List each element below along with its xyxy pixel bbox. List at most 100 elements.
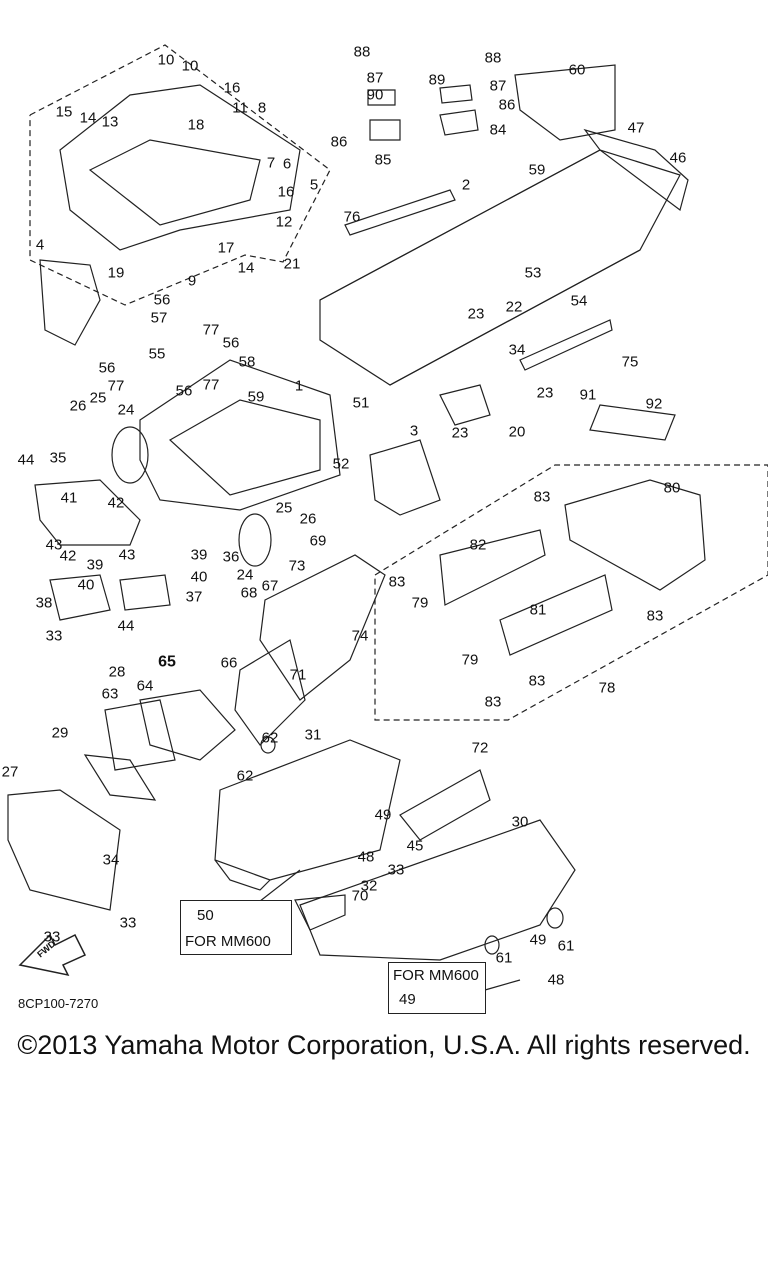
mount-85 <box>369 119 401 141</box>
part-callout-33: 33 <box>387 861 405 879</box>
part-callout-24: 24 <box>117 401 135 419</box>
part-callout-71: 71 <box>289 666 307 684</box>
cover-66 <box>234 639 306 746</box>
part-callout-33: 33 <box>45 627 63 645</box>
part-callout-1: 1 <box>294 377 304 395</box>
part-callout-56: 56 <box>153 291 171 309</box>
part-callout-83: 83 <box>533 488 551 506</box>
tunnel-2 <box>319 149 681 386</box>
part-callout-83: 83 <box>646 607 664 625</box>
cover-60 <box>514 64 616 141</box>
part-callout-5: 5 <box>309 176 319 194</box>
part-callout-4: 4 <box>35 236 45 254</box>
part-callout-72: 72 <box>471 739 489 757</box>
part-callout-34: 34 <box>508 341 526 359</box>
part-callout-89: 89 <box>428 71 446 89</box>
panel-72 <box>399 769 491 841</box>
part-callout-25: 25 <box>275 499 293 517</box>
part-callout-32: 32 <box>360 877 378 895</box>
part-callout-23: 23 <box>536 384 554 402</box>
part-callout-28: 28 <box>108 663 126 681</box>
bracket-38 <box>49 574 111 621</box>
fwd-arrow-icon <box>18 933 87 977</box>
part-callout-20: 20 <box>508 423 526 441</box>
part-callout-36: 36 <box>222 548 240 566</box>
part-callout-83: 83 <box>528 672 546 690</box>
part-callout-59: 59 <box>247 388 265 406</box>
part-callout-56: 56 <box>222 334 240 352</box>
bar-35 <box>34 479 141 546</box>
part-callout-8: 8 <box>257 99 267 117</box>
part-callout-40: 40 <box>190 568 208 586</box>
part-callout-41: 41 <box>60 489 78 507</box>
part-callout-74: 74 <box>351 627 369 645</box>
part-callout-19: 19 <box>107 264 125 282</box>
part-callout-63: 63 <box>101 685 119 703</box>
part-callout-47: 47 <box>627 119 645 137</box>
part-callout-70: 70 <box>351 887 369 905</box>
part-callout-85: 85 <box>374 151 392 169</box>
part-callout-14: 14 <box>79 109 97 127</box>
part-callout-62: 62 <box>261 729 279 747</box>
part-callout-64: 64 <box>136 677 154 695</box>
part-callout-48: 48 <box>547 971 565 989</box>
grille-29 <box>83 754 157 801</box>
part-callout-61: 61 <box>495 949 513 967</box>
cover-73 <box>259 554 386 701</box>
part-callout-66: 66 <box>220 654 238 672</box>
part-callout-26: 26 <box>69 397 87 415</box>
part-callout-16: 16 <box>223 79 241 97</box>
skid-30 <box>299 819 576 961</box>
part-callout-42: 42 <box>59 547 77 565</box>
part-callout-6: 6 <box>282 155 292 173</box>
part-callout-86: 86 <box>330 133 348 151</box>
part-callout-26: 26 <box>299 510 317 528</box>
part-callout-13: 13 <box>101 113 119 131</box>
part-callout-75: 75 <box>621 353 639 371</box>
part-callout-39: 39 <box>190 546 208 564</box>
part-callout-11: 11 <box>232 99 248 117</box>
plate-92 <box>589 404 676 441</box>
part-callout-30: 30 <box>511 813 529 831</box>
group-outline-front-frame <box>29 44 331 306</box>
part-callout-79: 79 <box>461 651 479 669</box>
part-callout-46: 46 <box>669 149 687 167</box>
note-text: FOR MM600 <box>393 967 479 984</box>
part-callout-23: 23 <box>451 424 469 442</box>
part-callout-44: 44 <box>117 617 135 635</box>
boot-24 <box>111 426 149 484</box>
part-callout-56: 56 <box>175 382 193 400</box>
part-callout-57: 57 <box>150 309 168 327</box>
bracket-3 <box>369 439 441 516</box>
part-callout-81: 81 <box>529 601 547 619</box>
part-callout-49: 49 <box>374 806 392 824</box>
note-part: 49 <box>399 991 416 1008</box>
part-callout-3: 3 <box>409 422 419 440</box>
part-callout-24: 24 <box>236 566 254 584</box>
part-callout-52: 52 <box>332 455 350 473</box>
cover-64 <box>139 689 236 761</box>
part-callout-38: 38 <box>35 594 53 612</box>
part-callout-49: 49 <box>529 931 547 949</box>
bracket-20 <box>439 384 491 426</box>
part-callout-73: 73 <box>288 557 306 575</box>
part-callout-59: 59 <box>528 161 546 179</box>
part-callout-86: 86 <box>498 96 516 114</box>
part-callout-68: 68 <box>240 584 258 602</box>
plate-80 <box>564 479 706 591</box>
part-callout-87: 87 <box>489 77 507 95</box>
part-callout-40: 40 <box>77 576 95 594</box>
part-callout-15: 15 <box>55 103 73 121</box>
part-callout-58: 58 <box>238 353 256 371</box>
part-callout-39: 39 <box>86 556 104 574</box>
part-callout-27: 27 <box>1 763 19 781</box>
part-callout-78: 78 <box>598 679 616 697</box>
rail-81 <box>499 574 613 656</box>
part-callout-88: 88 <box>353 43 371 61</box>
note-box-mm600-49: FOR MM600 49 <box>388 962 486 1014</box>
part-callout-33: 33 <box>43 928 61 946</box>
hood-27 <box>7 789 121 911</box>
part-callout-56: 56 <box>98 359 116 377</box>
part-callout-67: 67 <box>261 577 279 595</box>
